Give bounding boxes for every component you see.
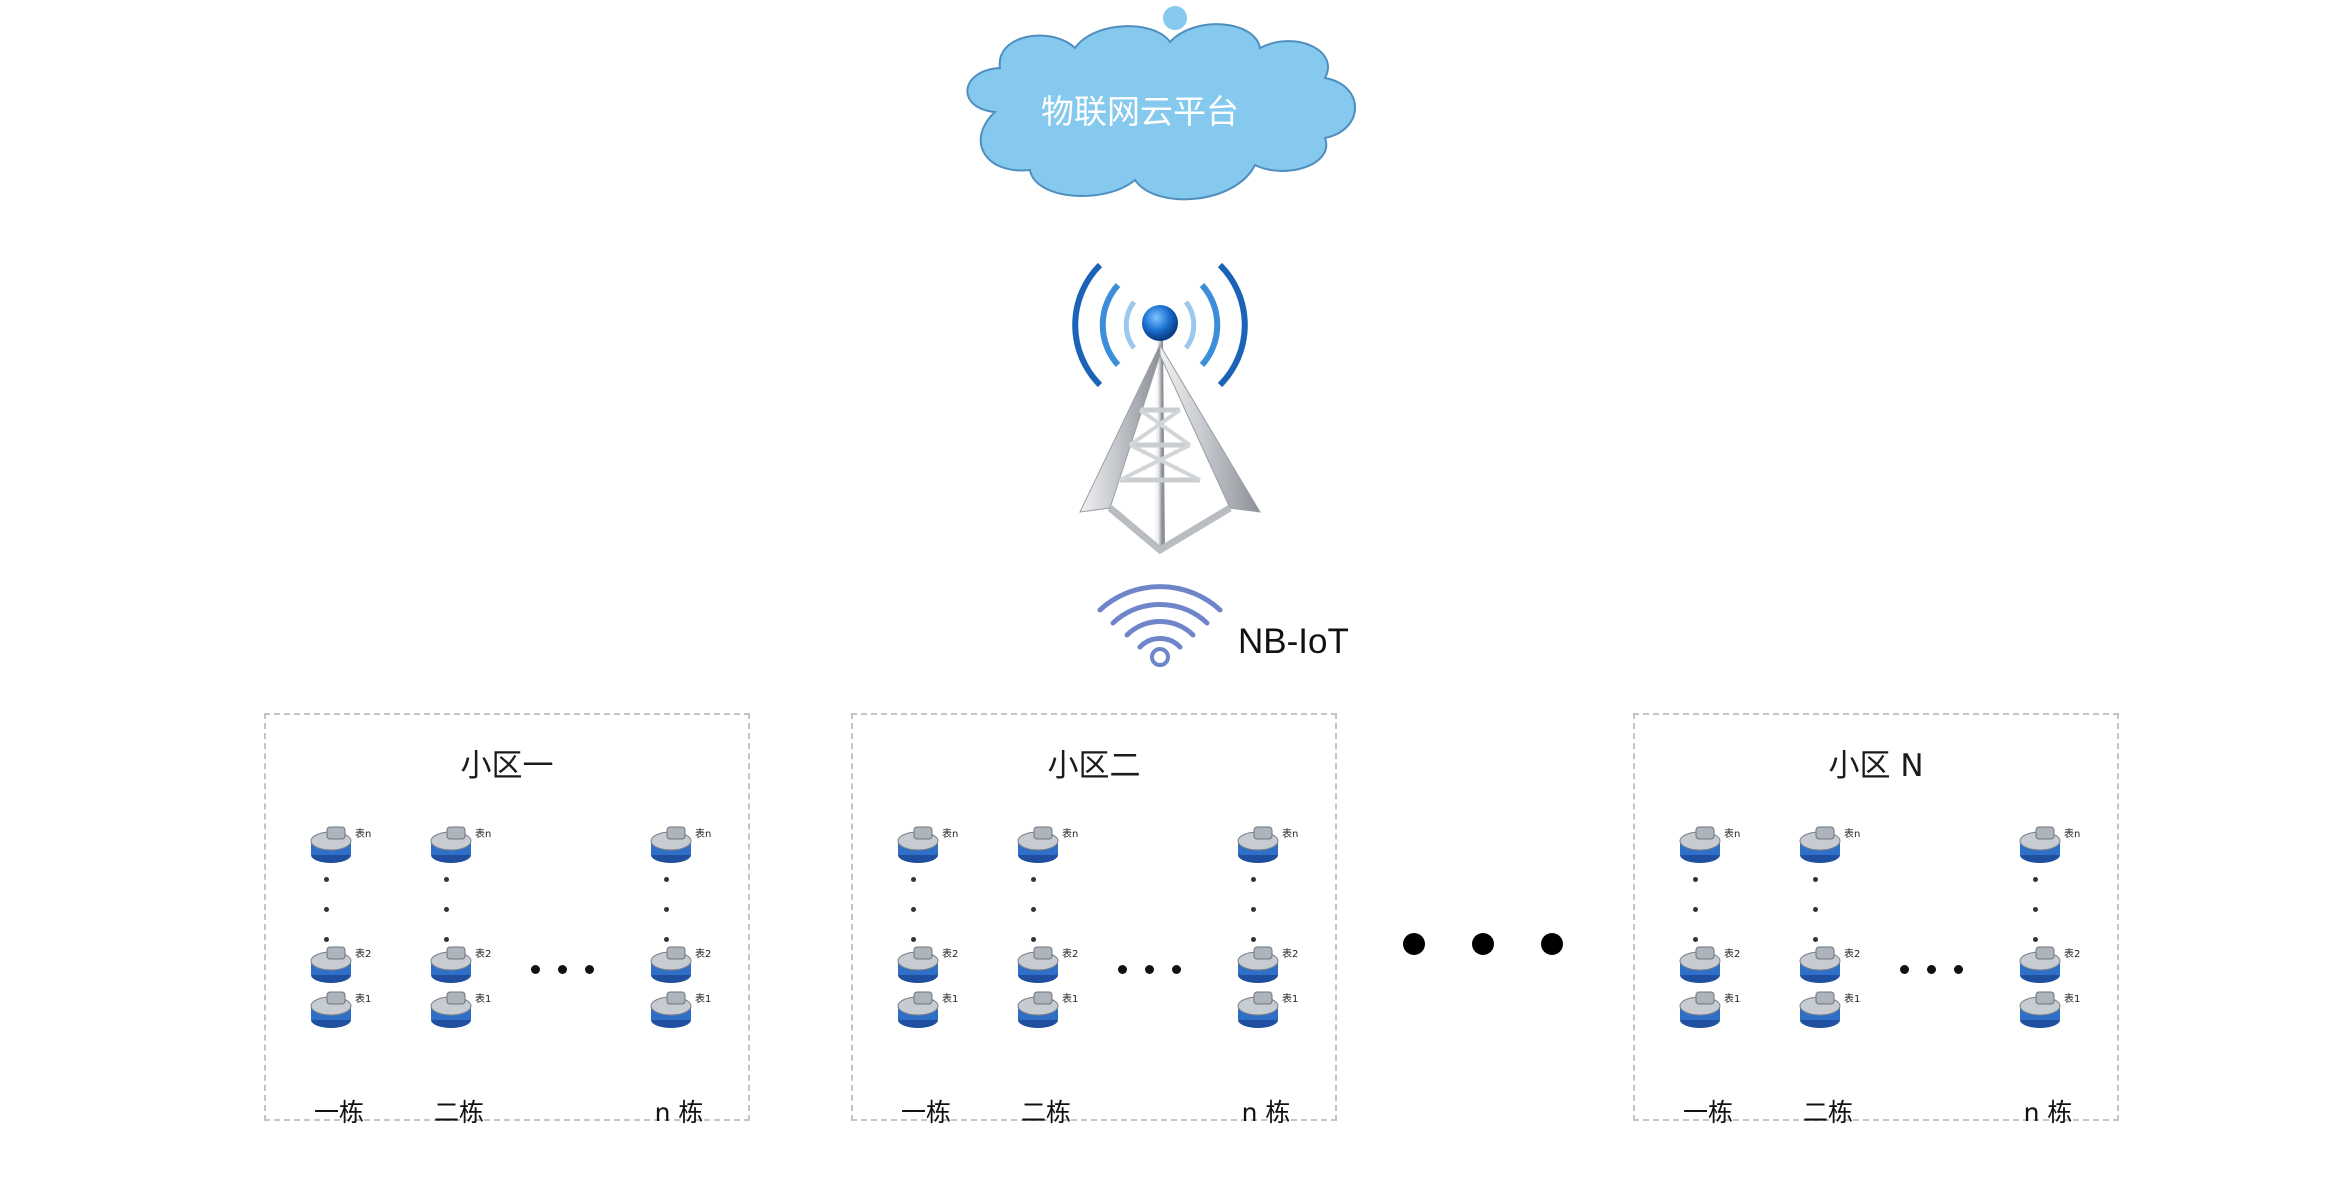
water-meter-icon: [897, 946, 939, 983]
water-meter: 表n: [309, 825, 373, 867]
water-meter-icon: [1017, 826, 1059, 863]
water-meter: 表1: [1016, 990, 1080, 1032]
more-buildings-ellipsis: [1900, 965, 1980, 975]
water-meter-icon: [1799, 991, 1841, 1028]
water-meter: 表1: [429, 990, 493, 1032]
water-meter: 表1: [896, 990, 960, 1032]
water-meter: 表1: [309, 990, 373, 1032]
water-meter-icon: [897, 991, 939, 1028]
building-column: 表n 表2 表1 n 栋: [1236, 825, 1308, 1127]
building-label: 二栋: [1802, 1098, 1853, 1127]
water-meter: 表2: [429, 945, 493, 987]
water-meter: 表1: [1798, 990, 1862, 1032]
district-title: 小区一: [460, 748, 554, 784]
building-label: 一栋: [900, 1098, 951, 1127]
building-label: n 栋: [2023, 1098, 2073, 1127]
water-meter-icon: [650, 946, 692, 983]
more-districts-dot: [1541, 933, 1563, 955]
building-label: n 栋: [1241, 1098, 1291, 1127]
water-meter-icon: [1679, 826, 1721, 863]
building-column: 表n 表2 表1 二栋: [1798, 825, 1870, 1127]
water-meter: 表1: [1236, 990, 1300, 1032]
water-meter: 表1: [1678, 990, 1742, 1032]
building-label: 二栋: [1020, 1098, 1071, 1127]
water-meter-icon: [430, 946, 472, 983]
water-meter-icon: [1679, 946, 1721, 983]
water-meter: 表2: [2018, 945, 2082, 987]
building-column: 表n 表2 表1 二栋: [429, 825, 501, 1127]
water-meter-icon: [1237, 991, 1279, 1028]
nb-iot-label: NB-IoT: [1238, 622, 1349, 661]
district-box-2: 小区二 表n 表2 表1 一栋 表n 表2 表1 二栋 表n 表2 表1 n 栋: [851, 713, 1337, 1127]
water-meter-icon: [310, 946, 352, 983]
water-meter: 表n: [1678, 825, 1742, 867]
water-meter: 表2: [649, 945, 713, 987]
district-box-1: 小区一 表n 表2 表1 一栋 表n 表2 表1 二栋 表n 表2 表1 n 栋: [264, 713, 750, 1127]
water-meter: 表n: [2018, 825, 2082, 867]
building-column: 表n 表2 表1 二栋: [1016, 825, 1088, 1127]
water-meter-icon: [1237, 946, 1279, 983]
cloud-platform-label: 物联网云平台: [1041, 92, 1239, 131]
water-meter-icon: [310, 826, 352, 863]
water-meter: 表n: [649, 825, 713, 867]
water-meter-icon: [430, 826, 472, 863]
water-meter-icon: [1799, 826, 1841, 863]
water-meter-icon: [650, 991, 692, 1028]
water-meter-icon: [2019, 826, 2061, 863]
water-meter: 表2: [1678, 945, 1742, 987]
water-meter-icon: [1799, 946, 1841, 983]
water-meter-icon: [650, 826, 692, 863]
water-meter: 表n: [1236, 825, 1300, 867]
more-buildings-ellipsis: [1118, 965, 1198, 975]
water-meter: 表2: [896, 945, 960, 987]
building-label: 二栋: [433, 1098, 484, 1127]
building-column: 表n 表2 表1 一栋: [1678, 825, 1750, 1127]
building-label: 一栋: [313, 1098, 364, 1127]
water-meter: 表2: [309, 945, 373, 987]
water-meter: 表n: [429, 825, 493, 867]
district-box-n: 小区 N 表n 表2 表1 一栋 表n 表2 表1 二栋 表n 表2 表1 n …: [1633, 713, 2119, 1127]
building-label: 一栋: [1682, 1098, 1733, 1127]
district-title: 小区二: [1047, 748, 1141, 784]
water-meter-icon: [1017, 991, 1059, 1028]
more-districts-dot: [1472, 933, 1494, 955]
water-meter-icon: [1017, 946, 1059, 983]
wifi-signal-icon: [1097, 584, 1223, 667]
building-column: 表n 表2 表1 n 栋: [649, 825, 721, 1127]
water-meter: 表n: [1798, 825, 1862, 867]
more-buildings-ellipsis: [531, 965, 611, 975]
cloud-platform-icon: [966, 6, 1356, 201]
water-meter: 表n: [1016, 825, 1080, 867]
water-meter: 表2: [1798, 945, 1862, 987]
water-meter-icon: [2019, 946, 2061, 983]
water-meter-icon: [1679, 991, 1721, 1028]
water-meter: 表2: [1016, 945, 1080, 987]
district-title: 小区 N: [1828, 748, 1924, 784]
water-meter-icon: [897, 826, 939, 863]
building-column: 表n 表2 表1 一栋: [896, 825, 968, 1127]
water-meter-icon: [430, 991, 472, 1028]
water-meter: 表2: [1236, 945, 1300, 987]
building-label: n 栋: [654, 1098, 704, 1127]
more-districts-dot: [1403, 933, 1425, 955]
water-meter-icon: [310, 991, 352, 1028]
water-meter: 表1: [649, 990, 713, 1032]
water-meter: 表n: [896, 825, 960, 867]
water-meter: 表1: [2018, 990, 2082, 1032]
signal-tower-icon: [1072, 262, 1261, 555]
water-meter-icon: [1237, 826, 1279, 863]
building-column: 表n 表2 表1 n 栋: [2018, 825, 2090, 1127]
water-meter-icon: [2019, 991, 2061, 1028]
building-column: 表n 表2 表1 一栋: [309, 825, 381, 1127]
